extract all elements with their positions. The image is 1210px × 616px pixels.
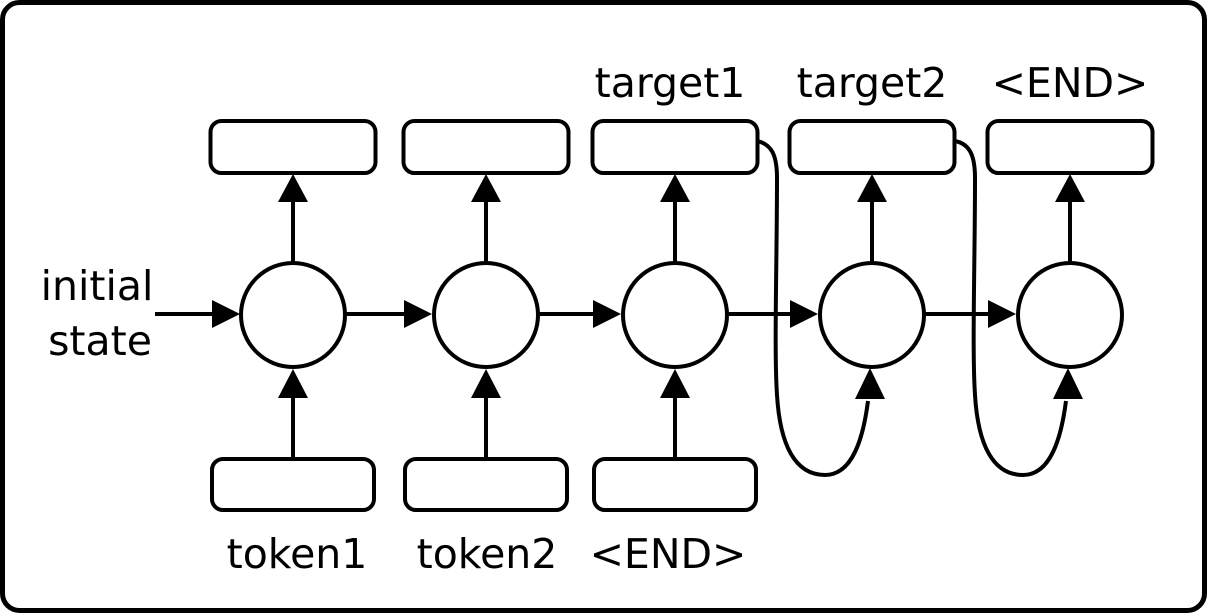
feedback-curve-1 — [756, 139, 885, 478]
feedback-curve-2 — [954, 139, 1083, 478]
input-box-2 — [403, 457, 569, 512]
state-arrow-2-3 — [538, 300, 621, 328]
output-arrow-4 — [857, 174, 887, 262]
input-arrow-3 — [660, 369, 690, 459]
rnn-cell-5 — [1016, 261, 1124, 369]
output-box-4 — [787, 119, 957, 175]
output-box-3 — [590, 119, 760, 175]
output-box-2 — [401, 119, 571, 175]
input-box-1 — [210, 457, 376, 512]
output-label-target1: target1 — [595, 59, 746, 107]
initial-state-label-line2: state — [48, 317, 152, 365]
state-arrow-3-4 — [727, 300, 818, 328]
rnn-cell-1 — [239, 261, 347, 369]
rnn-cell-4 — [818, 261, 926, 369]
input-label-token2: token2 — [417, 530, 558, 578]
output-label-end: <END> — [992, 59, 1149, 107]
rnn-unit-3 — [590, 119, 760, 512]
output-arrow-1 — [278, 174, 308, 262]
output-arrow-2 — [471, 174, 501, 262]
output-arrow-3 — [660, 174, 690, 262]
output-box-5 — [985, 119, 1155, 175]
initial-state-arrow — [155, 300, 240, 328]
input-label-token1: token1 — [227, 530, 368, 578]
rnn-unit-2 — [401, 119, 571, 512]
rnn-unit-1 — [208, 119, 378, 512]
rnn-cell-3 — [621, 261, 729, 369]
input-box-3 — [592, 457, 758, 512]
state-arrow-4-5 — [924, 300, 1016, 328]
output-label-target2: target2 — [797, 59, 948, 107]
output-arrow-5 — [1055, 174, 1085, 262]
rnn-unit-5 — [985, 119, 1155, 369]
input-arrow-1 — [278, 369, 308, 459]
state-arrow-1-2 — [345, 300, 432, 328]
rnn-cell-2 — [432, 261, 540, 369]
output-box-1 — [208, 119, 378, 175]
initial-state-label-line1: initial — [41, 262, 154, 310]
input-arrow-2 — [471, 369, 501, 459]
input-label-end: <END> — [590, 530, 747, 578]
rnn-unit-4 — [787, 119, 957, 369]
